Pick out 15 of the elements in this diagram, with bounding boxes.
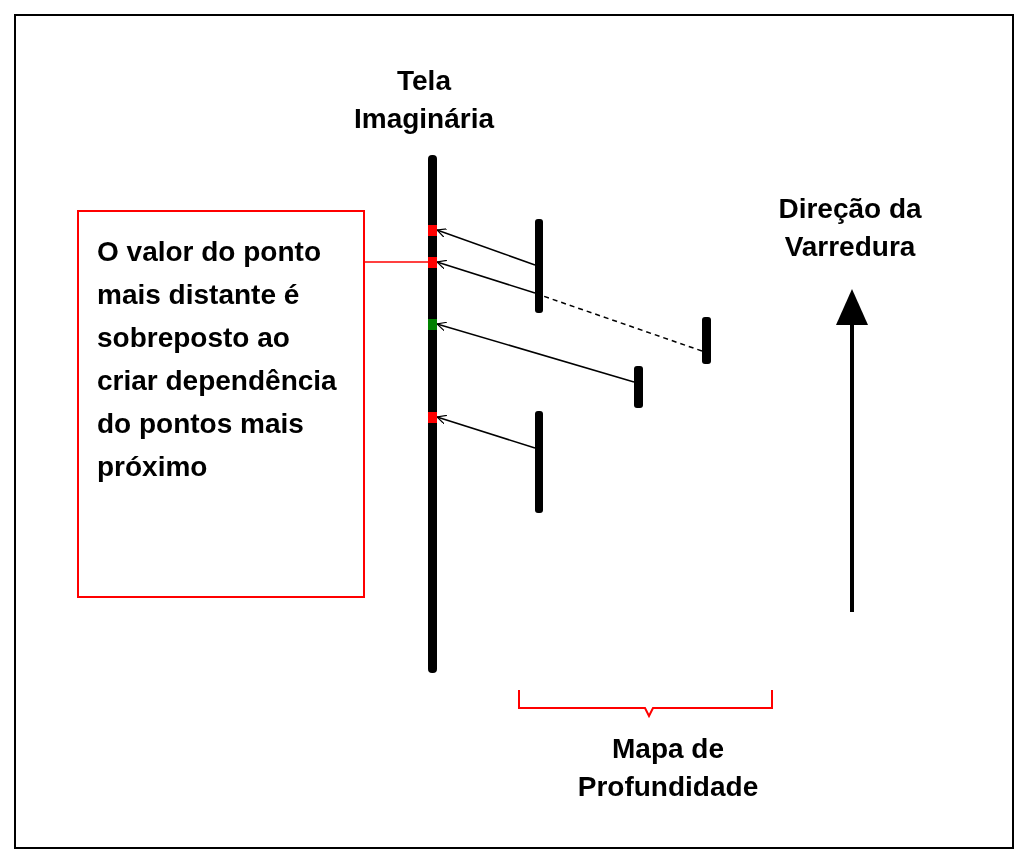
arrow — [436, 228, 536, 266]
arrow — [436, 321, 635, 383]
screen-title: Tela Imaginária — [352, 64, 496, 136]
callout-box — [77, 210, 365, 598]
depth-bar — [535, 411, 543, 513]
depth-bar — [634, 366, 643, 408]
hidden-ray — [542, 295, 703, 352]
depth-bar — [535, 219, 543, 313]
leader-line — [364, 261, 429, 263]
arrow — [436, 414, 536, 449]
callout-text: O valor do ponto mais distante é sobreposto ao criar dependência do pontos mais próximo — [97, 235, 338, 484]
depth-map-label: Mapa de Profundidade — [576, 732, 760, 804]
depth-bar — [702, 317, 711, 364]
direction-label: Direção da Varredura — [777, 192, 923, 264]
arrow — [436, 259, 536, 294]
